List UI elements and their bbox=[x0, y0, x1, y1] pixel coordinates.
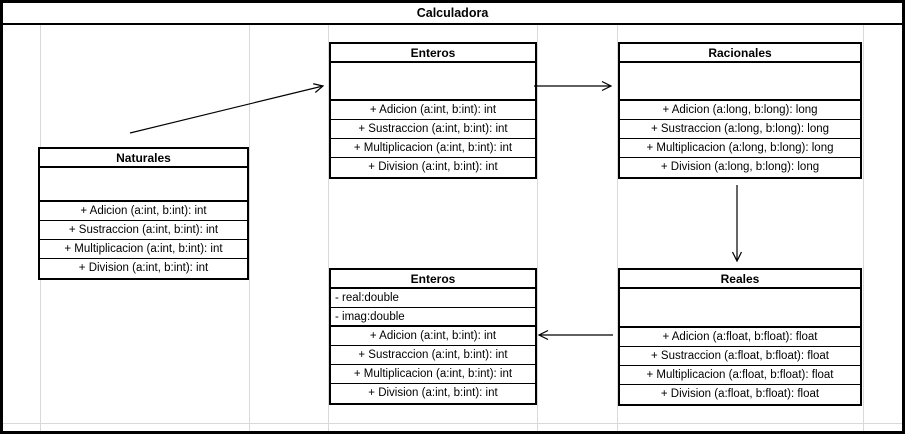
class-method: + Multiplicacion (a:int, b:int): int bbox=[331, 139, 535, 158]
class-box-enteros-top[interactable]: Enteros + Adicion (a:int, b:int): int + … bbox=[329, 42, 537, 179]
class-name: Enteros bbox=[331, 270, 535, 289]
class-method: + Division (a:float, b:float): float bbox=[660, 388, 820, 400]
attributes-section-empty bbox=[620, 289, 860, 328]
class-method: + Division (a:int, b:int): int bbox=[78, 262, 209, 274]
arrow-naturales-to-enteros[interactable] bbox=[129, 83, 325, 134]
class-method: + Adicion (a:long, b:long): long bbox=[620, 101, 860, 120]
gridline-vertical bbox=[249, 25, 250, 431]
class-method: + Adicion (a:int, b:int): int bbox=[331, 327, 535, 346]
attributes-section-empty bbox=[620, 63, 860, 101]
class-method: + Multiplicacion (a:long, b:long): long bbox=[620, 139, 860, 158]
class-method: + Division (a:int, b:int): int bbox=[368, 387, 498, 399]
class-method: + Adicion (a:int, b:int): int bbox=[331, 101, 535, 120]
gridline-horizontal bbox=[3, 423, 902, 424]
class-box-reales[interactable]: Reales + Adicion (a:float, b:float): flo… bbox=[618, 268, 862, 406]
class-name: Racionales bbox=[620, 44, 860, 63]
class-method: + Sustraccion (a:float, b:float): float bbox=[620, 347, 860, 366]
class-method: + Sustraccion (a:long, b:long): long bbox=[620, 120, 860, 139]
class-method: + Multiplicacion (a:int, b:int): int bbox=[40, 240, 247, 259]
class-method: + Sustraccion (a:int, b:int): int bbox=[40, 221, 247, 240]
class-method: + Adicion (a:int, b:int): int bbox=[40, 202, 247, 221]
class-box-naturales[interactable]: Naturales + Adicion (a:int, b:int): int … bbox=[38, 147, 249, 280]
gridline-vertical bbox=[537, 25, 538, 431]
class-name: Reales bbox=[620, 270, 860, 289]
diagram-title[interactable]: Calculadora bbox=[3, 3, 902, 25]
class-method: + Multiplicacion (a:float, b:float): flo… bbox=[620, 366, 860, 385]
class-method: + Sustraccion (a:int, b:int): int bbox=[331, 346, 535, 365]
attributes-section-empty bbox=[331, 63, 535, 101]
class-attribute: - imag:double bbox=[331, 308, 535, 327]
attributes-section-empty bbox=[40, 168, 247, 202]
gridline-vertical bbox=[863, 25, 864, 431]
class-box-enteros-bottom[interactable]: Enteros - real:double - imag:double + Ad… bbox=[329, 268, 537, 405]
class-name: Naturales bbox=[40, 149, 247, 168]
class-method: + Division (a:long, b:long): long bbox=[660, 161, 820, 173]
class-method: + Multiplicacion (a:int, b:int): int bbox=[331, 365, 535, 384]
class-method: + Adicion (a:float, b:float): float bbox=[620, 328, 860, 347]
gridline-vertical bbox=[617, 25, 618, 431]
connector-arrows-layer bbox=[129, 80, 743, 341]
gridline-vertical bbox=[328, 25, 329, 431]
class-method: + Sustraccion (a:int, b:int): int bbox=[331, 120, 535, 139]
class-attribute: - real:double bbox=[331, 289, 535, 308]
class-method: + Division (a:int, b:int): int bbox=[368, 161, 498, 173]
class-box-racionales[interactable]: Racionales + Adicion (a:long, b:long): l… bbox=[618, 42, 862, 179]
class-name: Enteros bbox=[331, 44, 535, 63]
